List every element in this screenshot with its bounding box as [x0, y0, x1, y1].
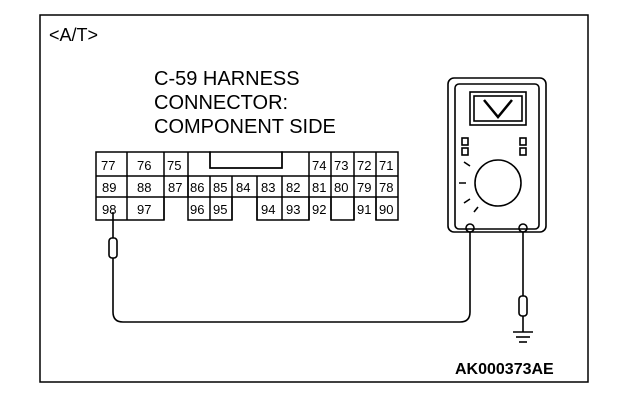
meter-needle-icon: [483, 99, 513, 119]
pin-label: 96: [190, 202, 204, 217]
pin-label: 80: [334, 180, 348, 195]
meter-switch-left-top: [461, 137, 469, 146]
pin-label: 75: [167, 158, 181, 173]
pin-label: 91: [357, 202, 371, 217]
pin-label: 88: [137, 180, 151, 195]
ground-probe-body: [518, 295, 528, 317]
harness-connector: [95, 151, 399, 221]
pin-label: 72: [357, 158, 371, 173]
pin-label: 87: [168, 180, 182, 195]
connector-label-line1: C-59 HARNESS: [154, 68, 300, 90]
meter-switch-left-bottom: [461, 147, 469, 156]
meter-dial-ticks: [459, 161, 479, 213]
section-label: <A/T>: [49, 25, 98, 45]
meter-selector-dial: [474, 159, 522, 207]
connector-label-line3: COMPONENT SIDE: [154, 116, 336, 138]
pin-label: 90: [379, 202, 393, 217]
pin-label: 78: [379, 180, 393, 195]
pin-label: 93: [286, 202, 300, 217]
test-lead-wire: [112, 232, 471, 323]
pin-row-2: 89 88 87 86 85 84 83 82 81 80 79 78: [102, 180, 393, 195]
pin-label: 97: [137, 202, 151, 217]
pin-label: 76: [137, 158, 151, 173]
meter-switch-right-bottom: [519, 147, 527, 156]
pin-label: 77: [101, 158, 115, 173]
pin-label: 74: [312, 158, 326, 173]
pin-label: 82: [286, 180, 300, 195]
pin-label: 83: [261, 180, 275, 195]
pin-label: 89: [102, 180, 116, 195]
figure-code: AK000373AE: [455, 361, 554, 378]
ground-icon: [513, 295, 533, 343]
pin-label: 73: [334, 158, 348, 173]
connector-label-line2: CONNECTOR:: [154, 92, 288, 114]
connector-grid: [96, 152, 398, 220]
pin-label: 79: [357, 180, 371, 195]
meter-body: [447, 77, 547, 233]
pin-label: 94: [261, 202, 275, 217]
meter-body-inner: [454, 83, 540, 230]
pin-label: 81: [312, 180, 326, 195]
meter-display-inner: [473, 95, 523, 122]
pin-label: 86: [190, 180, 204, 195]
pin-label: 84: [236, 180, 250, 195]
connector-label: C-59 HARNESS CONNECTOR: COMPONENT SIDE: [154, 68, 336, 138]
pin-label: 95: [213, 202, 227, 217]
probe-icon: [108, 212, 118, 259]
meter-jack-left: [465, 223, 475, 233]
meter-switch-right-top: [519, 137, 527, 146]
multimeter-icon: [447, 77, 547, 233]
pin-label: 85: [213, 180, 227, 195]
pin-row-3: 98 97 96 95 94 93 92 91 90: [102, 202, 393, 217]
pin-label: 98: [102, 202, 116, 217]
meter-display: [469, 91, 527, 126]
meter-jack-right: [518, 223, 528, 233]
probe-tip-body: [108, 237, 118, 259]
figure-frame: [39, 14, 589, 383]
pin-label: 92: [312, 202, 326, 217]
connector-lock-tab: [209, 151, 283, 169]
pin-label: 71: [379, 158, 393, 173]
pin-row-1: 77 76 75 74 73 72 71: [101, 158, 393, 173]
